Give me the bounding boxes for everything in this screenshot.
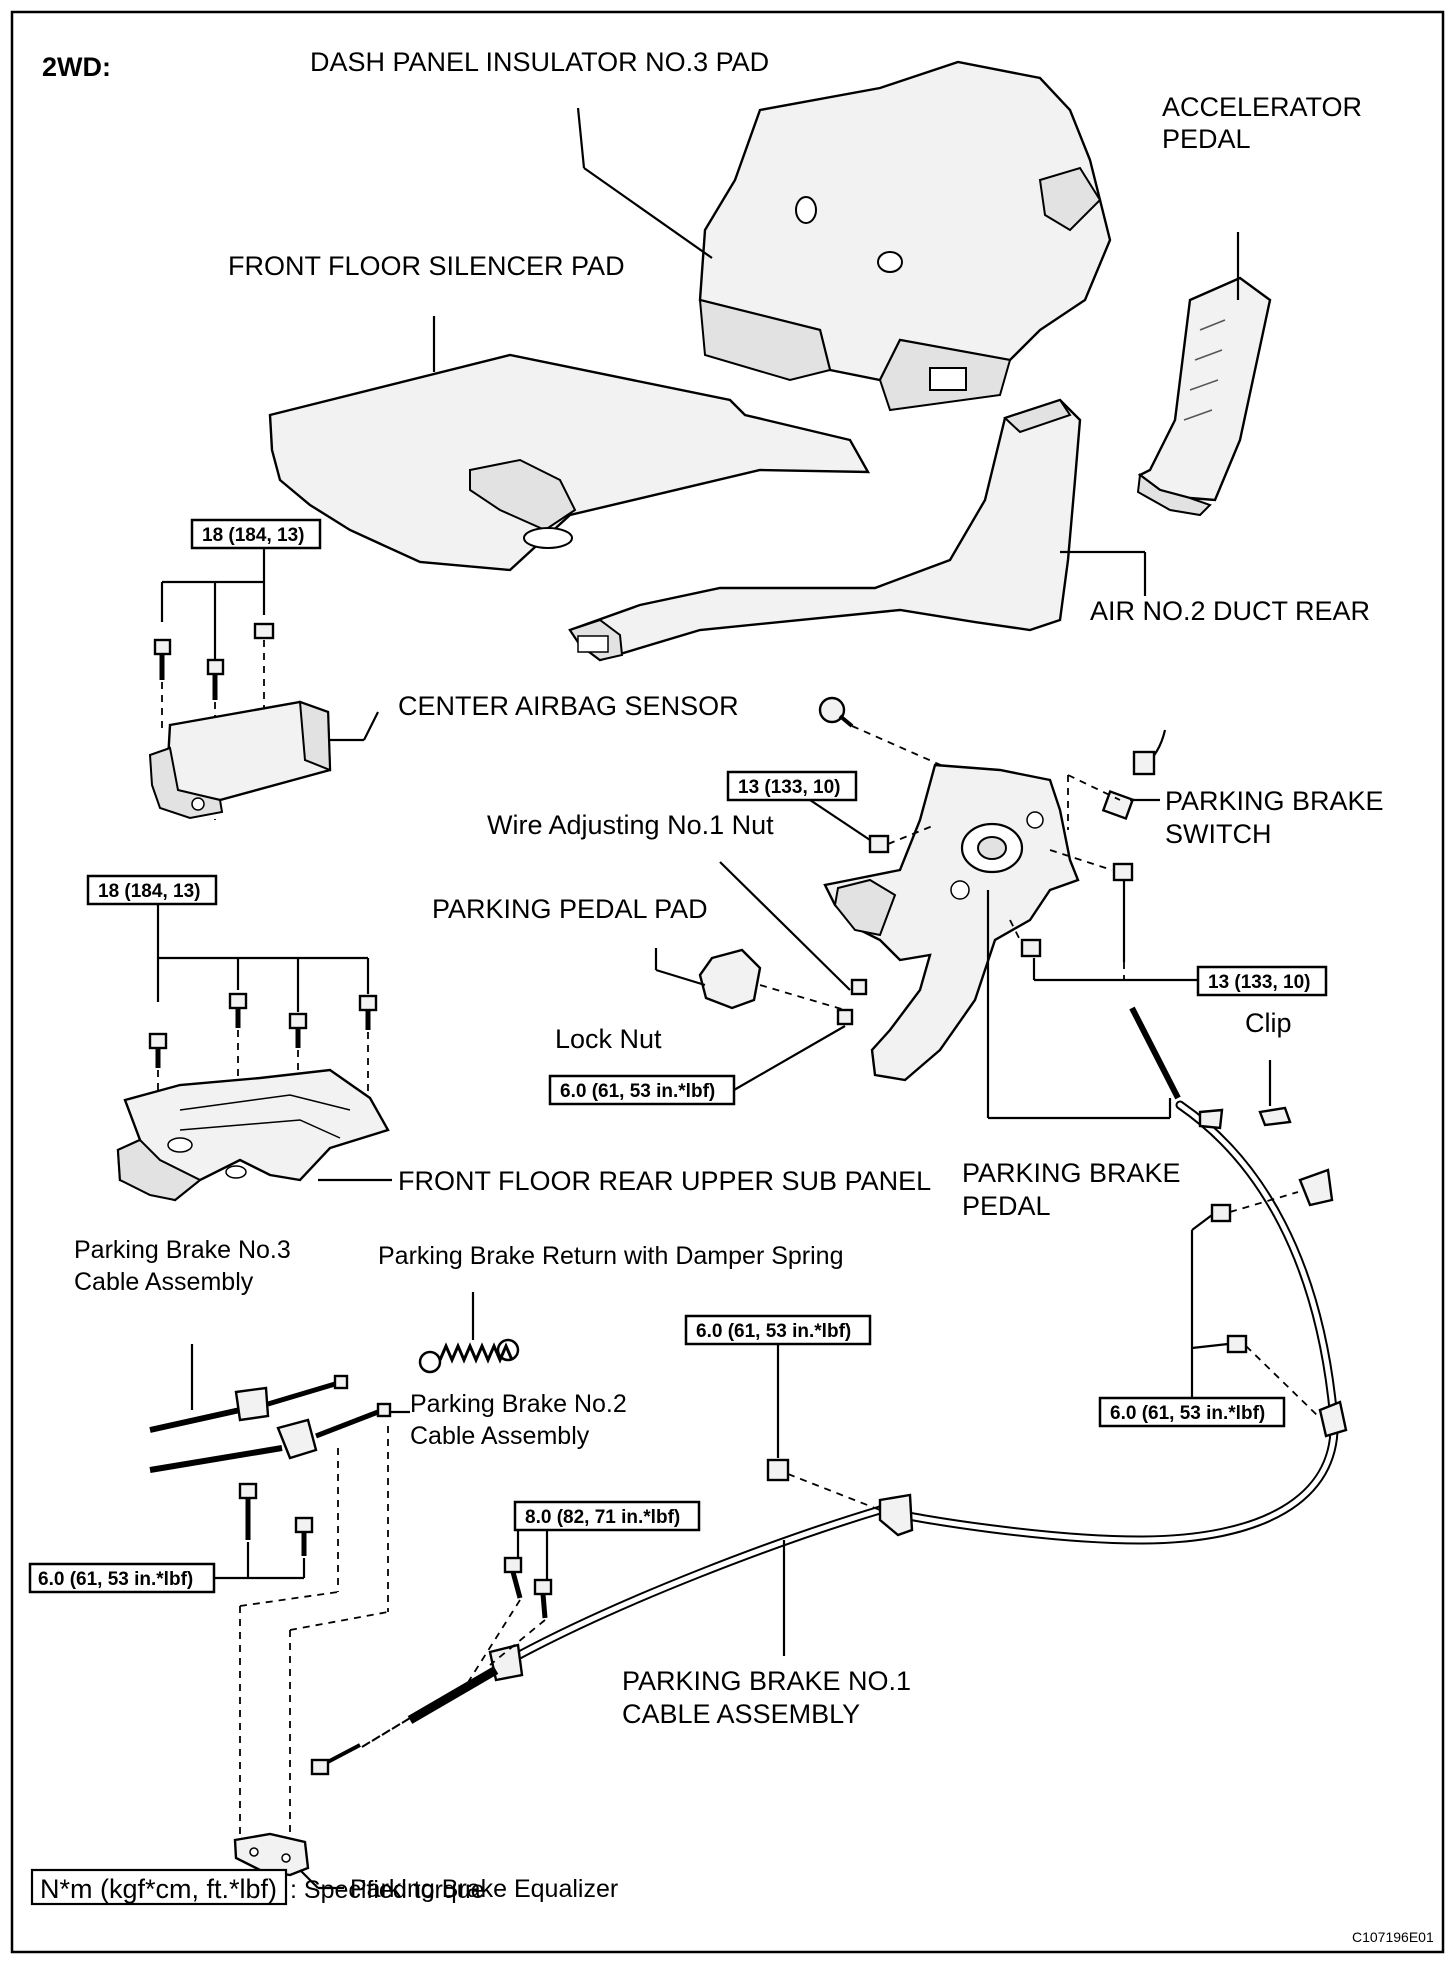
label-no3-cable-line2: Cable Assembly xyxy=(74,1268,254,1296)
bolt-icon xyxy=(358,994,378,1030)
label-no2-cable-line2: Cable Assembly xyxy=(410,1422,590,1450)
torque-box-airbag-sensor xyxy=(190,518,322,550)
front-floor-rear-upper-sub-panel-part xyxy=(116,1068,390,1202)
parking-brake-no1-cable-part xyxy=(310,1006,1348,1776)
nut-icon xyxy=(1020,938,1042,958)
bolt-icon xyxy=(238,1482,258,1540)
label-parking-pedal-pad: PARKING PEDAL PAD xyxy=(432,894,708,924)
parking-brake-equalizer-part xyxy=(233,1832,310,1877)
label-equalizer: Parking Brake Equalizer xyxy=(350,1875,618,1903)
label-front-floor-rear-upper-sub-panel: FRONT FLOOR REAR UPPER SUB PANEL xyxy=(398,1166,931,1196)
bolt-icon xyxy=(148,1032,168,1068)
torque-box-sub-panel xyxy=(86,874,218,906)
nut-icon xyxy=(1112,862,1134,882)
bolt-icon xyxy=(288,1012,308,1048)
label-accelerator-pedal-line1: ACCELERATOR xyxy=(1162,92,1362,122)
dash-panel-insulator-part xyxy=(698,60,1112,412)
torque-equalizer-bolts: 6.0 (61, 53 in.*lbf) xyxy=(38,1569,193,1590)
label-clip: Clip xyxy=(1245,1008,1292,1038)
label-no2-cable-line1: Parking Brake No.2 xyxy=(410,1390,627,1418)
torque-box-cable-clamp-center xyxy=(684,1314,872,1346)
parking-pedal-pad-part xyxy=(698,948,762,1010)
label-center-airbag-sensor: CENTER AIRBAG SENSOR xyxy=(398,691,739,721)
nut-icon xyxy=(868,834,890,854)
front-floor-silencer-pad-part xyxy=(268,353,871,572)
legend-box xyxy=(30,1868,288,1906)
nut-icon xyxy=(1210,1203,1232,1223)
label-air-duct-rear: AIR NO.2 DUCT REAR xyxy=(1090,596,1370,626)
torque-pedal-bracket-nut: 13 (133, 10) xyxy=(1208,972,1310,993)
clip-part xyxy=(1258,1106,1292,1127)
nut-icon xyxy=(253,622,275,640)
parking-brake-switch-part xyxy=(1101,750,1156,821)
diagram-frame xyxy=(10,10,1445,1954)
nut-icon xyxy=(836,1008,854,1026)
label-front-floor-silencer-pad: FRONT FLOOR SILENCER PAD xyxy=(228,251,625,281)
label-lock-nut: Lock Nut xyxy=(555,1024,662,1054)
return-spring-part xyxy=(418,1338,520,1374)
center-airbag-sensor-part xyxy=(148,700,332,820)
diagram-title: 2WD: xyxy=(42,52,111,82)
screw-icon xyxy=(818,696,854,728)
label-parking-brake-switch-line1: PARKING BRAKE xyxy=(1165,786,1384,816)
torque-lock-nut: 6.0 (61, 53 in.*lbf) xyxy=(560,1081,715,1102)
torque-sub-panel: 18 (184, 13) xyxy=(98,881,200,902)
nut-icon xyxy=(1226,1334,1248,1354)
torque-wire-adjusting-nut: 13 (133, 10) xyxy=(738,777,840,798)
label-return-spring: Parking Brake Return with Damper Spring xyxy=(378,1242,843,1270)
bolt-icon xyxy=(503,1556,523,1599)
torque-box-cable-bolts xyxy=(513,1500,701,1532)
parking-brake-no2-cable-part xyxy=(149,1402,392,1473)
bolt-icon xyxy=(206,658,225,700)
legend-description: : Specified torque xyxy=(290,1876,485,1904)
label-accelerator-pedal-line2: PEDAL xyxy=(1162,124,1251,154)
bolt-icon xyxy=(228,992,248,1028)
torque-cable-clamp-right: 6.0 (61, 53 in.*lbf) xyxy=(1110,1403,1265,1424)
accelerator-pedal-part xyxy=(1136,276,1272,517)
label-no3-cable-line1: Parking Brake No.3 xyxy=(74,1236,291,1264)
bolt-icon xyxy=(294,1516,314,1556)
torque-airbag-sensor: 18 (184, 13) xyxy=(202,525,304,546)
bolt-icon xyxy=(153,638,172,680)
label-parking-brake-pedal-line1: PARKING BRAKE xyxy=(962,1158,1181,1188)
parking-brake-pedal-part xyxy=(823,763,1080,1082)
nut-icon xyxy=(850,978,868,996)
parking-brake-no3-cable-part xyxy=(149,1344,349,1433)
legend-unit: N*m (kgf*cm, ft.*lbf) xyxy=(40,1874,277,1904)
label-no1-cable-line1: PARKING BRAKE NO.1 xyxy=(622,1666,911,1696)
torque-box-equalizer-bolts xyxy=(28,1562,216,1594)
torque-box-cable-clamp-right xyxy=(1098,1396,1286,1428)
torque-box-wire-adjusting-nut xyxy=(726,770,858,802)
label-parking-brake-pedal-line2: PEDAL xyxy=(962,1191,1051,1221)
nut-icon xyxy=(766,1458,790,1482)
torque-cable-clamp-center: 6.0 (61, 53 in.*lbf) xyxy=(696,1321,851,1342)
label-wire-adjusting-nut: Wire Adjusting No.1 Nut xyxy=(487,810,774,840)
torque-box-pedal-bracket-nut xyxy=(1196,965,1328,997)
label-parking-brake-switch-line2: SWITCH xyxy=(1165,819,1271,849)
label-no1-cable-line2: CABLE ASSEMBLY xyxy=(622,1699,860,1729)
bolt-icon xyxy=(533,1578,553,1619)
label-dash-panel-insulator: DASH PANEL INSULATOR NO.3 PAD xyxy=(310,47,769,77)
air-duct-rear-part xyxy=(568,398,1082,662)
figure-code: C107196E01 xyxy=(1352,1929,1434,1945)
torque-cable-bolts: 8.0 (82, 71 in.*lbf) xyxy=(525,1507,680,1528)
